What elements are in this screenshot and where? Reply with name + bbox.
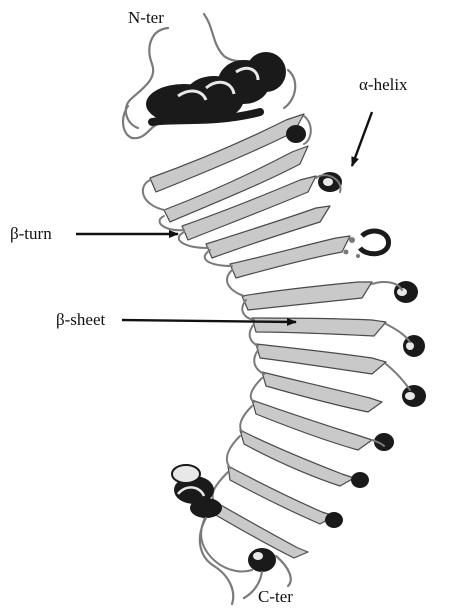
alpha-helix-arrow xyxy=(352,112,372,166)
beta-strand xyxy=(242,282,372,310)
n-terminus-label: N-ter xyxy=(128,9,164,26)
helix-turn xyxy=(351,472,369,488)
beta-sheet-label: β-sheet xyxy=(56,311,105,328)
beta-strand xyxy=(256,344,386,374)
beta-turn-label: β-turn xyxy=(10,225,52,242)
helix-turn xyxy=(360,231,389,254)
beta-strand xyxy=(150,114,304,192)
beta-strand xyxy=(262,372,382,412)
helix-turn xyxy=(286,125,306,143)
c-terminus-label: C-ter xyxy=(258,588,293,605)
helix-turn xyxy=(325,512,343,528)
alpha-helix-label: α-helix xyxy=(359,76,408,93)
n-terminal-helix xyxy=(146,52,286,124)
